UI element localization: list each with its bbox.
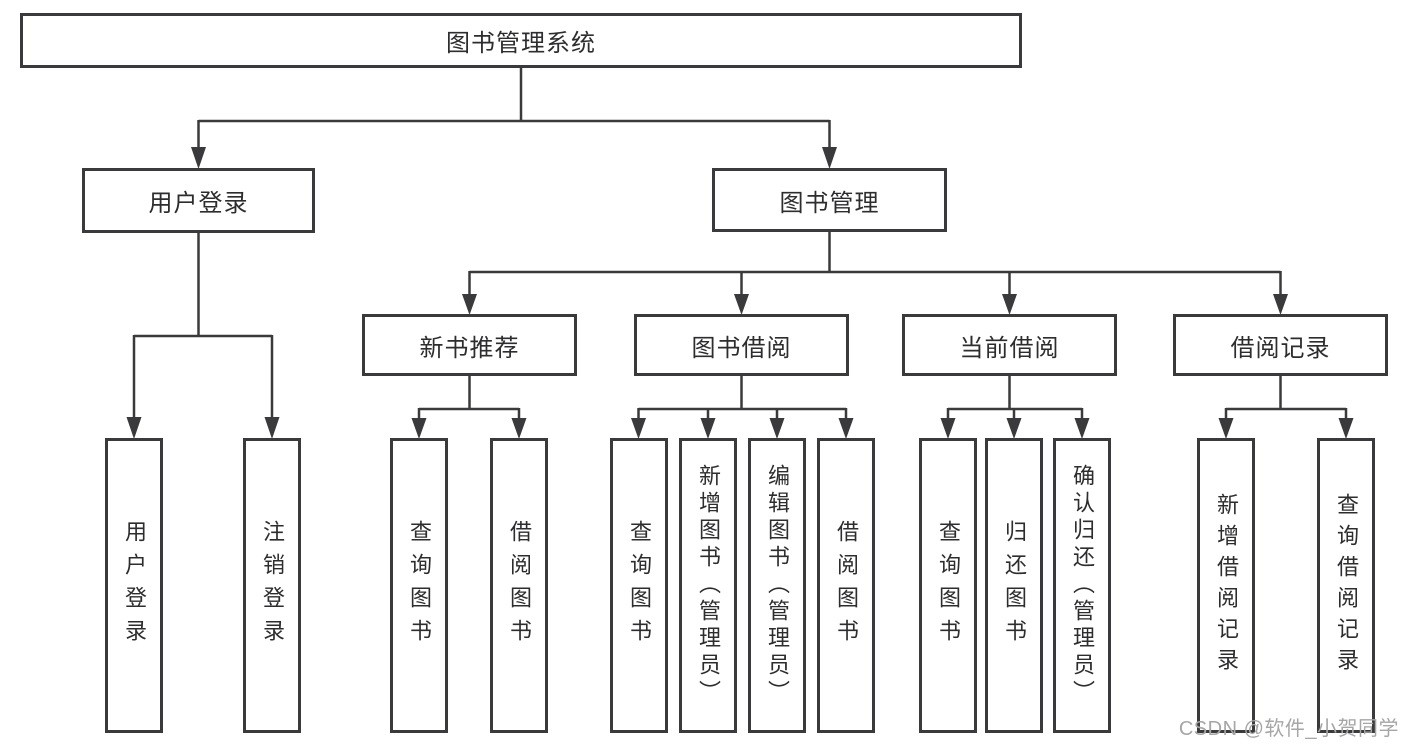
arrowheads xyxy=(126,147,1354,439)
node-leaf-user-login: 用户登录 xyxy=(105,438,163,733)
node-leaf-query-borrow-record: 查询借阅记录 xyxy=(1317,438,1375,733)
connector-root xyxy=(197,68,831,149)
node-leaf-borrow-books-recommend: 借阅图书 xyxy=(490,438,548,733)
node-current-borrow: 当前借阅 xyxy=(902,314,1117,376)
connector-borrow-records xyxy=(1224,376,1348,420)
connector-new-book xyxy=(417,376,521,420)
node-book-management: 图书管理 xyxy=(712,168,947,232)
node-leaf-add-book-admin: 新增图书（管理员） xyxy=(679,438,737,733)
connector-current-borrow xyxy=(946,376,1084,420)
connector-book-borrow xyxy=(637,376,848,420)
node-leaf-return-book: 归还图书 xyxy=(985,438,1043,733)
node-leaf-query-books-borrow: 查询图书 xyxy=(610,438,668,733)
node-leaf-edit-book-admin: 编辑图书（管理员） xyxy=(748,438,806,733)
node-user-login: 用户登录 xyxy=(82,168,315,233)
node-book-borrow: 图书借阅 xyxy=(634,314,849,376)
connector-book-mgmt xyxy=(468,232,1282,295)
connector-user-login xyxy=(132,233,274,419)
node-new-book-recommend: 新书推荐 xyxy=(362,314,577,376)
node-leaf-logout: 注销登录 xyxy=(243,438,301,733)
node-leaf-add-borrow-record: 新增借阅记录 xyxy=(1197,438,1255,733)
node-library-system: 图书管理系统 xyxy=(20,13,1022,68)
node-borrow-records: 借阅记录 xyxy=(1173,314,1388,376)
node-leaf-query-books-current: 查询图书 xyxy=(919,438,977,733)
node-leaf-confirm-return-admin: 确认归还（管理员） xyxy=(1053,438,1111,733)
node-leaf-borrow-books: 借阅图书 xyxy=(817,438,875,733)
node-leaf-query-books-recommend: 查询图书 xyxy=(390,438,448,733)
csdn-watermark: CSDN @软件_小贺同学 xyxy=(1178,718,1399,740)
